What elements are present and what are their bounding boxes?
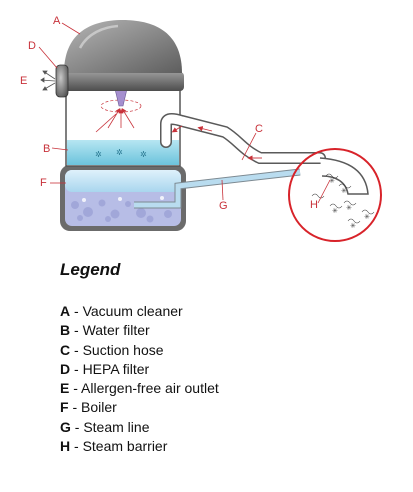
- vacuum-cleaner-diagram: ✲ ✲ ✲: [20, 15, 382, 242]
- callout-leaders: [38, 22, 331, 204]
- legend-item-f: F - Boiler: [60, 398, 400, 417]
- svg-text:✳: ✳: [364, 213, 370, 221]
- legend: Legend A - Vacuum cleaner B - Water filt…: [60, 260, 400, 456]
- svg-text:✲: ✲: [95, 150, 102, 159]
- legend-label: - Suction hose: [74, 341, 164, 358]
- legend-label: - Steam barrier: [74, 438, 168, 455]
- steam-barrier: ✳ ✳ ✳ ✳ ✳ ✳: [288, 148, 382, 242]
- legend-key: G: [60, 418, 71, 435]
- steam-line: [134, 168, 301, 209]
- svg-text:✳: ✳: [341, 187, 347, 195]
- callout-label-d: D: [28, 40, 36, 52]
- hepa-filter-knob: [55, 64, 69, 98]
- legend-key: F: [60, 399, 69, 416]
- legend-key: E: [60, 380, 70, 397]
- boiler: [60, 165, 186, 231]
- air-outlet-arrows: [40, 70, 56, 91]
- legend-key: A: [60, 303, 71, 319]
- legend-item-g: G - Steam line: [60, 418, 400, 437]
- legend-item-a: A - Vacuum cleaner: [60, 302, 400, 321]
- legend-label: - Water filter: [74, 322, 150, 339]
- vacuum-cleaner-head: [62, 20, 184, 91]
- svg-text:✲: ✲: [116, 148, 123, 157]
- svg-text:✳: ✳: [346, 204, 352, 212]
- legend-label: - HEPA filter: [74, 360, 150, 377]
- svg-text:✳: ✳: [350, 222, 356, 230]
- legend-key: D: [60, 360, 71, 377]
- legend-label: - Vacuum cleaner: [74, 303, 183, 319]
- svg-text:✳: ✳: [332, 207, 338, 215]
- legend-list: A - Vacuum cleaner B - Water filter C - …: [60, 302, 400, 456]
- legend-key: H: [60, 438, 71, 455]
- legend-label: - Steam line: [74, 418, 150, 435]
- legend-label: - Boiler: [72, 399, 117, 416]
- callout-label-f: F: [40, 177, 47, 189]
- legend-item-b: B - Water filter: [60, 321, 400, 340]
- legend-title: Legend: [60, 260, 121, 279]
- callout-label-a: A: [53, 15, 61, 27]
- suction-hose: [160, 113, 369, 195]
- svg-text:✲: ✲: [140, 150, 147, 159]
- callout-label-e: E: [20, 75, 27, 87]
- legend-item-c: C - Suction hose: [60, 341, 400, 360]
- legend-item-d: D - HEPA filter: [60, 360, 400, 379]
- svg-text:✳: ✳: [329, 177, 335, 185]
- callout-label-b: B: [43, 143, 50, 155]
- callout-label-h: H: [310, 199, 318, 211]
- legend-key: C: [60, 341, 71, 358]
- legend-key: B: [60, 322, 71, 339]
- water-filter-container: ✲ ✲ ✲: [65, 88, 181, 167]
- legend-item-h: H - Steam barrier: [60, 437, 400, 456]
- callout-label-g: G: [219, 200, 228, 212]
- legend-item-e: E - Allergen-free air outlet: [60, 379, 400, 398]
- legend-label: - Allergen-free air outlet: [73, 380, 219, 397]
- callout-label-c: C: [255, 123, 263, 135]
